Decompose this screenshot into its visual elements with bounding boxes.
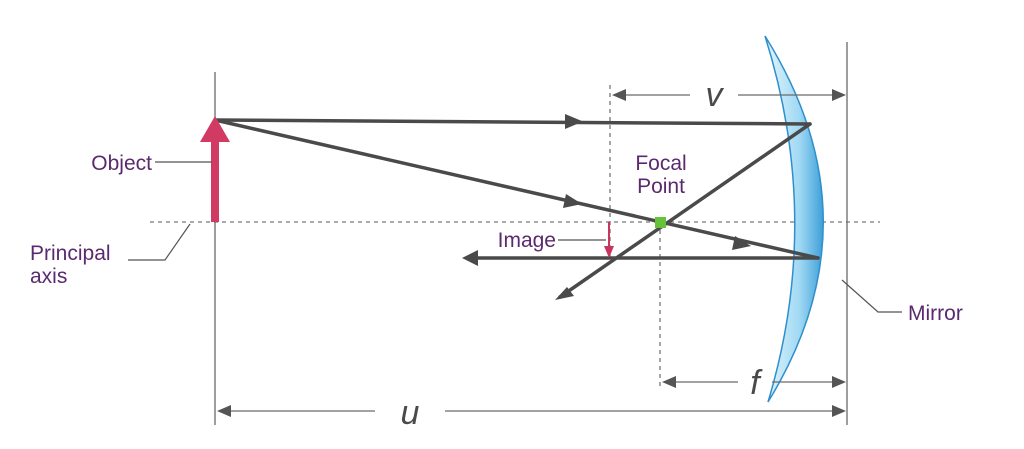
u-dimension-arrow-right xyxy=(832,405,846,417)
f-dimension-label: f xyxy=(750,364,763,402)
parallel-incident-ray xyxy=(213,118,812,126)
principal-axis-label-line2: axis xyxy=(30,265,67,288)
principal-axis-label-line1: Principal xyxy=(30,242,111,265)
ray-arrowhead xyxy=(555,287,574,300)
focal-point-label-line1: Focal xyxy=(635,152,686,175)
mirror-label: Mirror xyxy=(908,302,963,325)
image-label: Image xyxy=(498,229,556,252)
ray-arrowhead xyxy=(565,114,583,129)
focal-reflected-ray xyxy=(558,122,812,299)
focal-point-label-line2: Point xyxy=(637,175,685,198)
u-dimension-arrow-left xyxy=(217,405,231,417)
mirror-leader xyxy=(841,279,902,313)
f-dimension-arrow-right xyxy=(832,376,846,388)
v-dimension-arrow-left xyxy=(612,89,626,101)
v-dimension-arrow-right xyxy=(832,89,846,101)
u-dimension-label: u xyxy=(401,394,420,432)
object-label: Object xyxy=(91,152,152,175)
image-arrow-head xyxy=(604,246,614,258)
through-focus-incident-ray xyxy=(213,118,820,260)
principal-axis-leader xyxy=(128,223,191,261)
object-arrow-shaft xyxy=(211,140,219,222)
focal-point-marker xyxy=(655,217,666,228)
object-arrow-head xyxy=(200,116,230,142)
f-dimension-arrow-left xyxy=(662,376,676,388)
ray-arrowhead xyxy=(563,194,582,208)
ray-arrowhead xyxy=(732,236,751,250)
concave-mirror xyxy=(764,35,824,403)
ray-arrowhead xyxy=(462,250,478,266)
v-dimension-label: v xyxy=(706,76,725,114)
